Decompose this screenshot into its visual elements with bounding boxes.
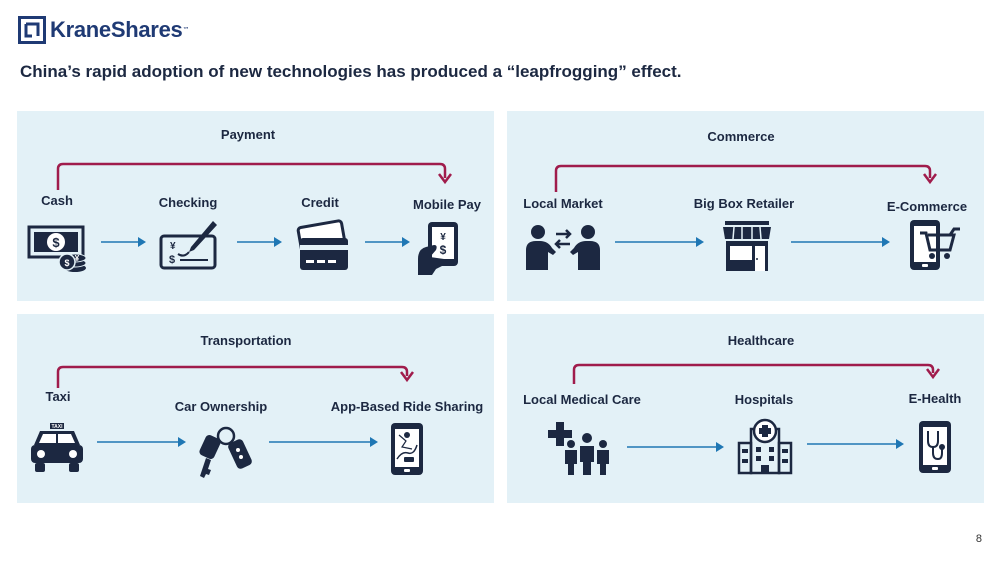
- local-medical-care-icon: [548, 422, 609, 475]
- step-label-credit: Credit: [301, 195, 339, 210]
- store-icon: [723, 221, 771, 271]
- mobile-pay-icon: ¥ $: [418, 222, 458, 275]
- step-label-mobile-pay: Mobile Pay: [413, 197, 481, 212]
- step-arrow: [627, 442, 724, 452]
- svg-text:$: $: [52, 235, 60, 250]
- step-label-app-based-ride-sharing: App-Based Ride Sharing: [330, 399, 484, 414]
- step-arrow: [807, 439, 904, 449]
- step-arrow: [791, 237, 890, 247]
- step-label-taxi: Taxi: [45, 389, 71, 404]
- step-label-hospitals: Hospitals: [734, 392, 794, 407]
- page-number: 8: [975, 533, 982, 545]
- step-arrow: [101, 237, 146, 247]
- brand-logo: KraneShares ™: [18, 16, 189, 44]
- step-arrow: [615, 237, 704, 247]
- step-label-checking: Checking: [158, 195, 218, 210]
- step-arrow: [97, 437, 186, 447]
- credit-card-icon: [296, 219, 348, 270]
- panel-payment: [17, 111, 494, 301]
- panel-title-healthcare: Healthcare: [727, 333, 795, 348]
- brand-tm: ™: [182, 26, 190, 34]
- step-label-e-commerce: E-Commerce: [886, 199, 968, 214]
- svg-text:$: $: [64, 258, 69, 268]
- step-label-e-health: E-Health: [908, 391, 962, 406]
- local-market-icon: [526, 225, 600, 270]
- step-arrow: [365, 237, 410, 247]
- svg-text:¥: ¥: [75, 254, 80, 263]
- svg-text:$: $: [169, 254, 175, 266]
- svg-text:¥: ¥: [440, 232, 446, 243]
- panel-title-commerce: Commerce: [707, 129, 775, 144]
- hospital-icon: [737, 418, 793, 475]
- step-arrow: [237, 237, 282, 247]
- step-label-local-medical-care: Local Medical Care: [523, 392, 641, 407]
- e-health-icon: [919, 421, 951, 473]
- step-label-local-market: Local Market: [523, 196, 603, 211]
- e-commerce-icon: [910, 220, 960, 270]
- cash-icon: $ $ ¥: [27, 225, 87, 272]
- svg-text:$: $: [440, 243, 447, 257]
- step-label-car-ownership: Car Ownership: [174, 399, 268, 414]
- ride-sharing-app-icon: [391, 423, 423, 475]
- panel-title-payment: Payment: [220, 127, 276, 142]
- svg-text:¥: ¥: [170, 241, 176, 252]
- panel-title-transportation: Transportation: [200, 333, 292, 348]
- taxi-icon: TAXI: [31, 423, 83, 472]
- car-keys-icon: [199, 426, 252, 478]
- page-title: China’s rapid adoption of new technologi…: [20, 62, 682, 81]
- step-label-cash: Cash: [41, 193, 73, 208]
- brand-name: KraneShares: [50, 17, 183, 42]
- step-label-big-box-retailer: Big Box Retailer: [693, 196, 795, 211]
- logo-mark-icon: [18, 16, 46, 44]
- step-arrow: [269, 437, 378, 447]
- svg-text:TAXI: TAXI: [51, 424, 63, 430]
- check-icon: ¥ $: [159, 221, 217, 270]
